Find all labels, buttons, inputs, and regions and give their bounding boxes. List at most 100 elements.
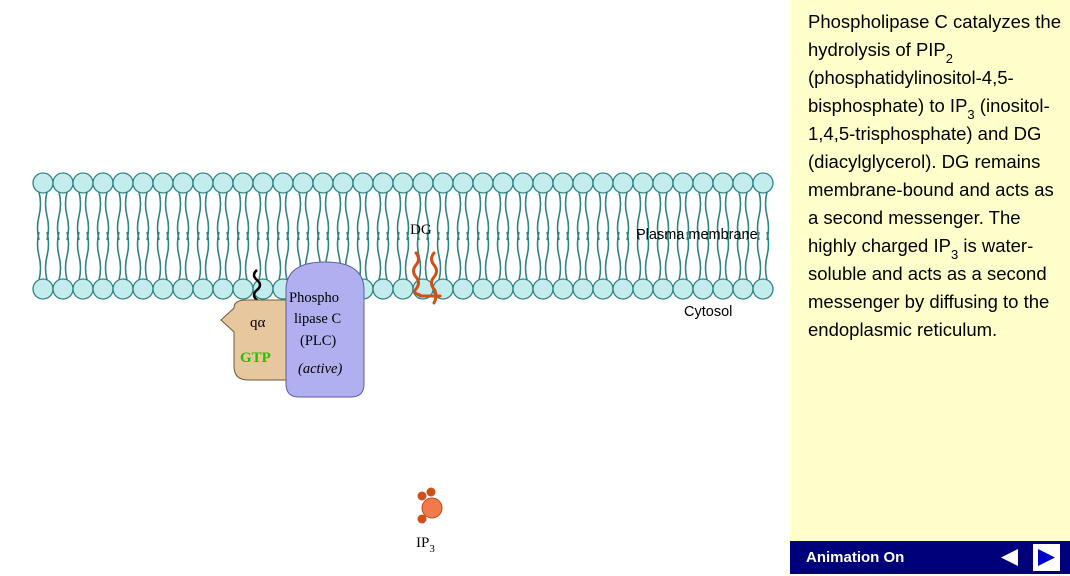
lipid-head xyxy=(472,172,494,194)
lipid-tails xyxy=(396,191,410,281)
signaling-diagram: DG Plasma membrane Cytosol qα GTP Phosph… xyxy=(32,172,774,555)
plc-label-line3: (PLC) xyxy=(300,333,336,349)
description-panel: Phospholipase C catalyzes the hydrolysis… xyxy=(790,0,1070,574)
lipid-tails xyxy=(256,191,270,281)
lipid-head xyxy=(132,172,154,194)
lipid-tails xyxy=(96,191,110,281)
prev-button[interactable] xyxy=(995,544,1022,571)
plasma-membrane-label: Plasma membrane xyxy=(636,227,758,243)
lipid-head xyxy=(72,278,94,300)
lipid-head xyxy=(152,172,174,194)
lipid-head xyxy=(252,172,274,194)
lipid-head xyxy=(152,278,174,300)
next-button[interactable] xyxy=(1033,544,1060,571)
lipid-head xyxy=(292,172,314,194)
lipid-head xyxy=(452,172,474,194)
ip3-label-base: IP xyxy=(416,535,429,551)
lipid-tails xyxy=(436,191,450,281)
cytosol-label: Cytosol xyxy=(684,304,732,320)
lipid-head xyxy=(732,172,754,194)
desc-part-1: Phospholipase C catalyzes the hydrolysis… xyxy=(808,11,1061,60)
lipid-tails xyxy=(636,191,650,281)
lipid-tails xyxy=(156,191,170,281)
lipid-head xyxy=(52,172,74,194)
lipid-head xyxy=(612,278,634,300)
lipid-tails xyxy=(616,191,630,281)
lipid-tails xyxy=(116,191,130,281)
lipid-head xyxy=(692,172,714,194)
lipid-head xyxy=(52,278,74,300)
phospholipase-c: Phospho lipase C (PLC) (active) xyxy=(285,261,365,398)
ip3-label: IP3 xyxy=(416,535,435,555)
lipid-tails xyxy=(736,191,750,281)
lipid-head xyxy=(532,278,554,300)
lipid-tails xyxy=(556,191,570,281)
lipid-head xyxy=(212,172,234,194)
lipid-tails xyxy=(696,191,710,281)
desc-part-3: (inositol-1,4,5-trisphosphate) and DG (d… xyxy=(808,95,1054,256)
lipid-head xyxy=(672,278,694,300)
lipid-tails xyxy=(36,191,50,281)
lipid-head xyxy=(312,172,334,194)
lipid-tails xyxy=(316,191,330,281)
lipid-tails xyxy=(76,191,90,281)
lipid-tails xyxy=(596,191,610,281)
lipid-head xyxy=(272,172,294,194)
desc-sub-2: 3 xyxy=(967,107,975,122)
lipid-tails xyxy=(276,191,290,281)
lipid-head xyxy=(752,278,774,300)
lipid-head xyxy=(392,278,414,300)
lipid-head xyxy=(252,278,274,300)
lipid-tails xyxy=(176,191,190,281)
lipid-tails xyxy=(136,191,150,281)
lipid-head xyxy=(552,278,574,300)
lipid-head xyxy=(352,172,374,194)
lipid-head xyxy=(632,278,654,300)
lipid-head xyxy=(572,172,594,194)
lipid-head xyxy=(112,172,134,194)
lipid-tails xyxy=(196,191,210,281)
lipid-tails xyxy=(296,191,310,281)
ip3-molecule xyxy=(417,487,443,524)
desc-part-4: is water-soluble and acts as a second me… xyxy=(808,235,1050,340)
lipid-tails xyxy=(576,191,590,281)
lipid-head xyxy=(752,172,774,194)
lipid-head xyxy=(172,278,194,300)
plc-label-line1: Phospho xyxy=(289,290,339,306)
lipid-head xyxy=(652,172,674,194)
lipid-head xyxy=(92,278,114,300)
description-text: Phospholipase C catalyzes the hydrolysis… xyxy=(808,8,1066,344)
lipid-head xyxy=(32,278,54,300)
dg-molecule xyxy=(412,251,442,305)
lipid-tails xyxy=(656,191,670,281)
lipid-head xyxy=(492,172,514,194)
lipid-head xyxy=(632,172,654,194)
lipid-tails xyxy=(756,191,770,281)
lipid-head xyxy=(232,172,254,194)
dg-label: DG xyxy=(410,222,432,238)
lipid-head xyxy=(452,278,474,300)
lipid-head xyxy=(192,172,214,194)
lipid-head xyxy=(512,278,534,300)
gtp-label: GTP xyxy=(240,350,271,366)
lipid-head xyxy=(672,172,694,194)
lipid-head xyxy=(32,172,54,194)
lipid-head xyxy=(172,172,194,194)
lipid-tails xyxy=(216,191,230,281)
animation-controls: Animation On xyxy=(790,541,1070,574)
lipid-tails xyxy=(236,191,250,281)
lipid-head xyxy=(592,278,614,300)
g-alpha-subunit: qα GTP xyxy=(220,269,297,381)
lipid-tails xyxy=(516,191,530,281)
desc-sub-1: 2 xyxy=(945,51,954,66)
lipid-head xyxy=(192,278,214,300)
lipid-head xyxy=(712,278,734,300)
lipid-head xyxy=(232,278,254,300)
lipid-head xyxy=(592,172,614,194)
lipid-head xyxy=(492,278,514,300)
lipid-head xyxy=(92,172,114,194)
plc-label-line4: (active) xyxy=(298,361,342,377)
lipid-tails xyxy=(716,191,730,281)
lipid-head xyxy=(532,172,554,194)
animation-toggle[interactable]: Animation On xyxy=(806,549,905,566)
